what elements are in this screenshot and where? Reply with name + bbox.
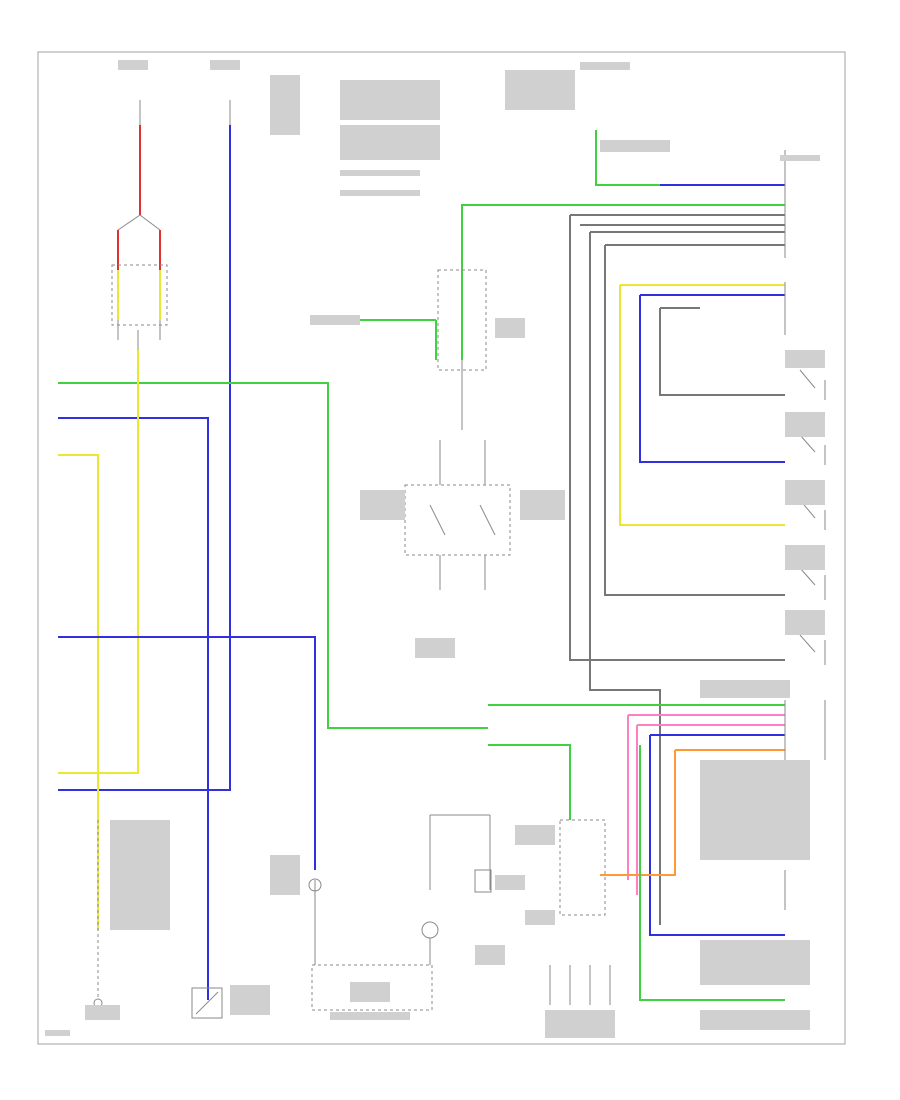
fuse-block-left — [111, 100, 231, 350]
wire-yellow-8 — [58, 454, 99, 930]
wire-blue-10 — [58, 636, 316, 870]
wire-gray-28 — [659, 308, 785, 396]
bottom-left-switches — [93, 820, 223, 1019]
wire-blue-26 — [639, 295, 785, 463]
wire-green-14 — [595, 130, 660, 186]
wire-layer — [58, 125, 785, 1001]
wire-yellow-9 — [58, 350, 139, 774]
wire-yellow-24 — [619, 285, 785, 526]
diagram-frame — [37, 51, 846, 1045]
wire-blue-5 — [58, 125, 231, 791]
wire-green-39 — [639, 745, 785, 1001]
connector-ladder-right — [784, 150, 826, 910]
relay-assembly — [404, 269, 511, 590]
wire-blue-36 — [649, 735, 785, 936]
bottom-assemblies — [308, 814, 611, 1011]
wire-green-6 — [58, 382, 488, 729]
wire-green-30 — [488, 744, 571, 820]
wire-blue-7 — [58, 417, 209, 1000]
wire-green-11 — [461, 204, 785, 360]
label-placeholders — [45, 60, 825, 1038]
wire-gray-20 — [589, 232, 661, 925]
wire-gray-22 — [604, 245, 785, 596]
wire-orange-38 — [600, 750, 676, 876]
wire-gray-17 — [569, 215, 785, 661]
